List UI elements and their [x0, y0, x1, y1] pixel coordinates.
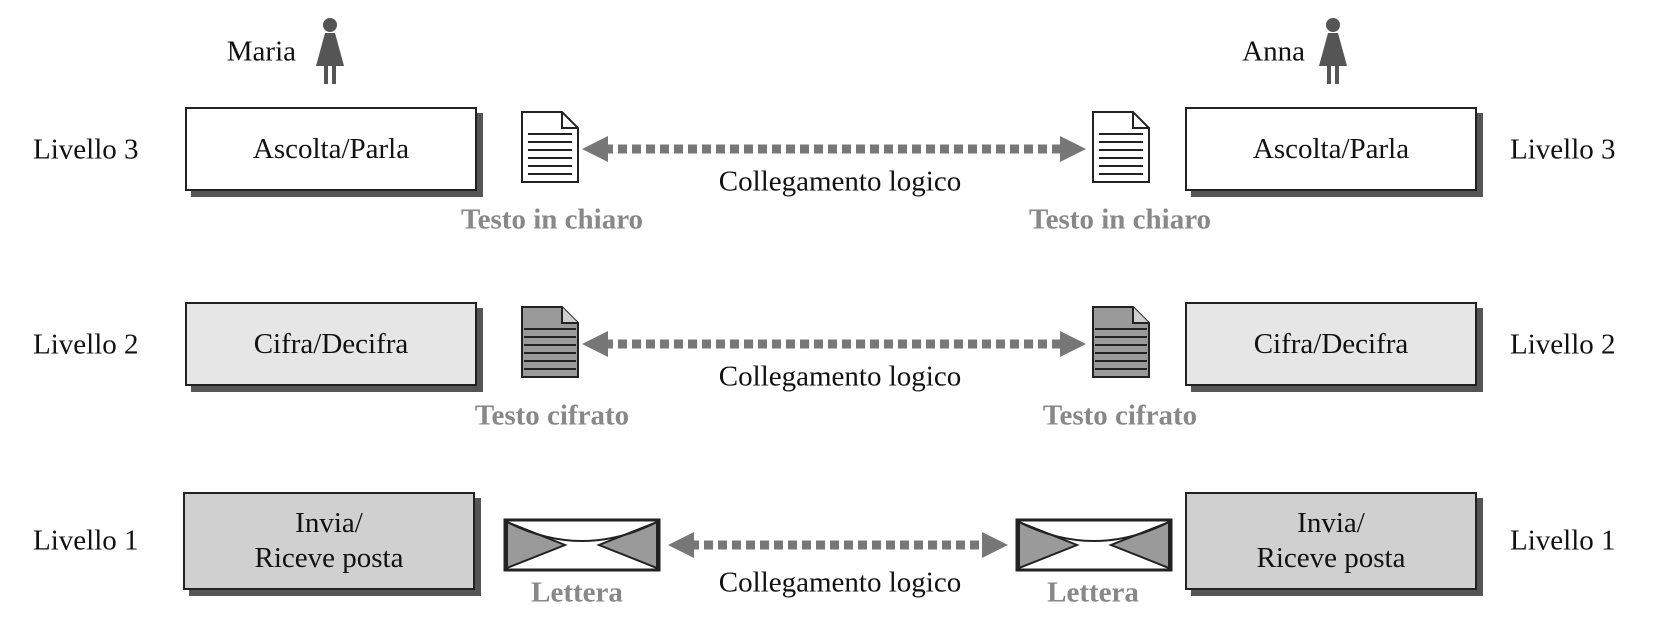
plaintext-document-icon: [1092, 111, 1150, 183]
level-label-right-3: Livello 3: [1510, 133, 1616, 166]
plaintext-document-icon: [521, 111, 579, 183]
person-right-name: Anna: [1242, 35, 1305, 68]
layer-box-right-2: Cifra/Decifra: [1185, 302, 1477, 386]
link-label-3: Collegamento logico: [718, 165, 962, 198]
box-label: Ascolta/Parla: [1252, 132, 1410, 165]
logical-link-arrow: [582, 331, 1086, 357]
box-label-line-2: Riceve posta: [1256, 542, 1406, 574]
level-label-left-1: Livello 1: [33, 524, 139, 557]
woman-icon: [316, 18, 344, 84]
layer-box-left-3: Ascolta/Parla: [185, 107, 477, 191]
artifact-label-left-3: Testo in chiaro: [460, 203, 644, 236]
box-label-line-1: Invia/: [1297, 507, 1365, 540]
layer-box-left-1: Invia/ Riceve posta: [183, 492, 475, 590]
level-label-left-3: Livello 3: [33, 133, 139, 166]
ciphertext-document-icon: [1092, 306, 1150, 378]
link-label-2: Collegamento logico: [718, 360, 962, 393]
box-label: Cifra/Decifra: [1253, 327, 1409, 360]
ciphertext-document-icon: [521, 306, 579, 378]
level-label-right-1: Livello 1: [1510, 524, 1616, 557]
box-label: Ascolta/Parla: [252, 132, 410, 165]
woman-icon: [1319, 18, 1347, 84]
person-left-name: Maria: [226, 35, 296, 68]
artifact-label-right-2: Testo cifrato: [1042, 399, 1198, 432]
artifact-label-left-2: Testo cifrato: [474, 399, 630, 432]
box-label: Cifra/Decifra: [253, 327, 409, 360]
logical-link-arrow: [582, 136, 1086, 162]
artifact-label-left-1: Lettera: [531, 576, 623, 609]
envelope-icon: [503, 518, 661, 572]
level-label-left-2: Livello 2: [33, 328, 139, 361]
artifact-label-right-3: Testo in chiaro: [1028, 203, 1212, 236]
layer-box-right-3: Ascolta/Parla: [1185, 107, 1477, 191]
link-label-1: Collegamento logico: [718, 566, 962, 599]
layer-box-left-2: Cifra/Decifra: [185, 302, 477, 386]
layer-box-right-1: Invia/ Riceve posta: [1185, 492, 1477, 590]
box-label-line-2: Riceve posta: [254, 542, 404, 574]
box-label-line-1: Invia/: [295, 507, 363, 540]
envelope-icon: [1015, 518, 1173, 572]
artifact-label-right-1: Lettera: [1047, 576, 1139, 609]
level-label-right-2: Livello 2: [1510, 328, 1616, 361]
logical-link-arrow: [668, 532, 1008, 558]
